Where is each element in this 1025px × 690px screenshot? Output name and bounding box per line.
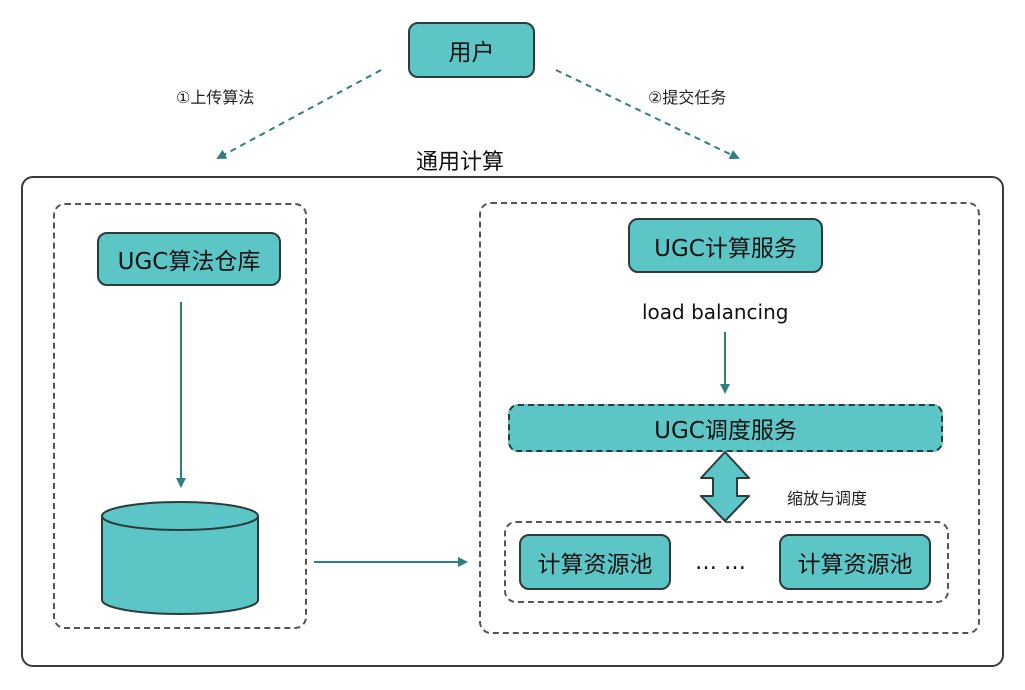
compute-service-group [479, 202, 980, 634]
resource-pool-label-2: 计算资源池 [797, 552, 913, 578]
load-balancing-label: load balancing [642, 300, 789, 324]
general-compute-container [21, 176, 1004, 667]
ugc-scheduler-label: UGC调度服务 [654, 418, 797, 444]
user-node: 用户 [408, 22, 535, 78]
ugc-algorithm-repo-node: UGC算法仓库 [97, 232, 281, 286]
ugc-compute-service-label: UGC计算服务 [654, 235, 797, 262]
resource-pool-ellipsis: … … [695, 550, 746, 575]
resource-pool-node-2: 计算资源池 [779, 534, 931, 590]
resource-pool-group [504, 521, 949, 603]
ugc-algorithm-repo-label: UGC算法仓库 [117, 249, 261, 275]
user-label: 用户 [448, 40, 495, 66]
resource-pool-label-1: 计算资源池 [537, 552, 653, 578]
resource-pool-node-1: 计算资源池 [519, 534, 671, 590]
scale-schedule-label: 缩放与调度 [787, 489, 868, 508]
ugc-scheduler-node: UGC调度服务 [508, 404, 943, 452]
submit-task-label: ②提交任务 [648, 88, 727, 107]
upload-algorithm-label: ①上传算法 [176, 88, 255, 107]
platform-title: 通用计算 [416, 150, 505, 175]
algorithm-repo-group [53, 203, 307, 629]
ugc-compute-service-node: UGC计算服务 [628, 218, 823, 273]
